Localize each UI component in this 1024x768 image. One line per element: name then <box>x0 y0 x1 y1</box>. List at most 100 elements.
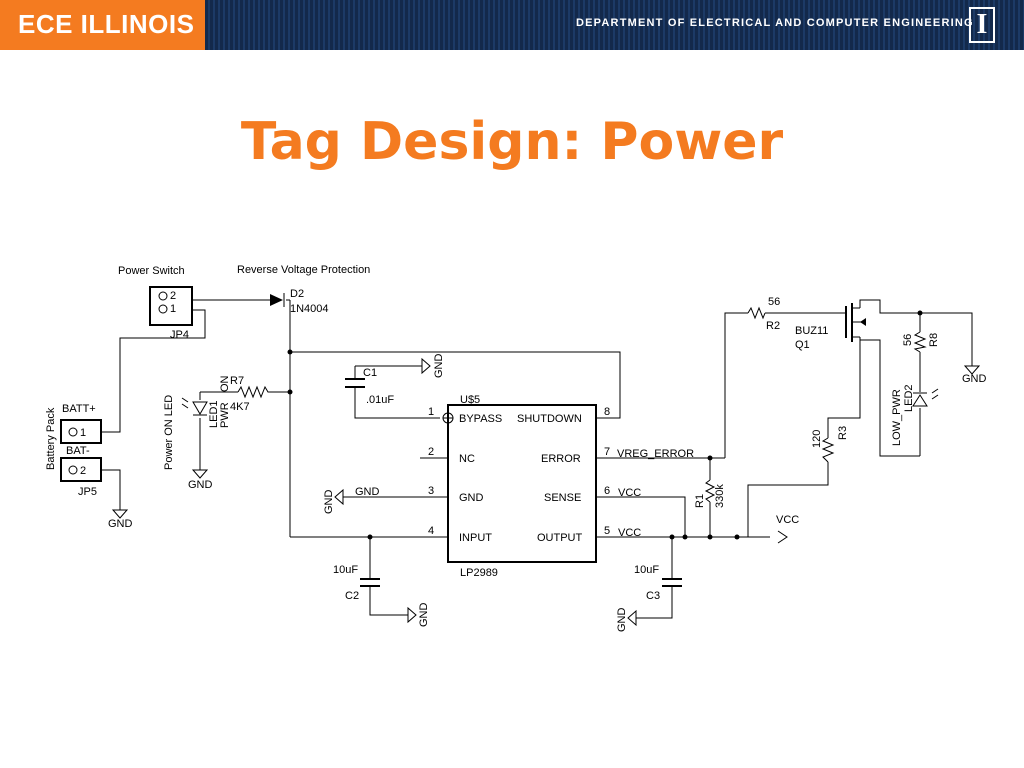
gnd-symbol-led1: GND <box>188 469 213 491</box>
resistor-r3: 120 R3 <box>811 426 849 463</box>
gnd-net-label: GND <box>355 486 380 498</box>
jp4-pin1: 1 <box>170 303 176 315</box>
pin8-name: SHUTDOWN <box>517 413 582 425</box>
r7-value: 4K7 <box>230 401 250 413</box>
c3-value: 10uF <box>634 564 659 576</box>
logo-letter: I <box>976 9 988 40</box>
resistor-r2: 56 R2 <box>747 296 780 332</box>
power-switch-label: Power Switch <box>118 265 185 277</box>
svg-text:GND: GND <box>108 518 133 530</box>
r2-label: R2 <box>766 320 780 332</box>
battery-pin1: 1 <box>80 427 86 439</box>
resistor-r7: R7 4K7 <box>230 375 270 413</box>
gnd-symbol-jp5: GND <box>108 509 133 530</box>
led-led2: LED2 LOW_PWR <box>891 384 939 446</box>
vcc-output-label: VCC <box>618 527 641 539</box>
u5-label: U$5 <box>460 394 480 406</box>
c1-label: C1 <box>363 367 377 379</box>
pin4-number: 4 <box>428 525 434 537</box>
led1-pwr: PWR <box>219 402 231 428</box>
pin2-number: 2 <box>428 446 434 458</box>
pin6-name: SENSE <box>544 492 581 504</box>
batt-plus-label: BATT+ <box>62 403 96 415</box>
battery-connector: 1 2 BATT+ BAT- JP5 Battery Pack <box>45 403 102 498</box>
u5-part: LP2989 <box>460 567 498 579</box>
low-pwr-label: LOW_PWR <box>891 389 903 446</box>
regulator-u5: U$5 LP2989 1 BYPASS 2 NC 3 GND 4 INPUT 8… <box>428 394 610 579</box>
r8-value: 56 <box>902 334 914 346</box>
svg-text:GND: GND <box>418 603 430 628</box>
junction-dots <box>287 310 923 540</box>
department-name: DEPARTMENT OF ELECTRICAL AND COMPUTER EN… <box>576 17 974 29</box>
vcc-output-arrow: VCC <box>776 514 799 544</box>
jp4-label: JP4 <box>170 329 189 341</box>
vcc-sense-label: VCC <box>618 487 641 499</box>
capacitor-c1: C1 .01uF <box>345 367 394 406</box>
r1-label: R1 <box>694 494 706 508</box>
led1-on: ON <box>219 375 231 392</box>
svg-text:GND: GND <box>323 490 335 515</box>
jp4-pin2: 2 <box>170 290 176 302</box>
pin4-name: INPUT <box>459 532 492 544</box>
pin3-number: 3 <box>428 485 434 497</box>
led-led1: LED1 PWR ON Power ON LED <box>163 375 231 470</box>
gnd-symbol-c1: GND <box>421 354 445 379</box>
jp5-label: JP5 <box>78 486 97 498</box>
pin1-name: BYPASS <box>459 413 502 425</box>
svg-text:GND: GND <box>188 479 213 491</box>
diode-d2: D2 1N4004 <box>270 288 329 315</box>
vreg-error-label: VREG_ERROR <box>617 448 694 460</box>
d2-label: D2 <box>290 288 304 300</box>
pin1-number: 1 <box>428 406 434 418</box>
svg-text:GND: GND <box>962 373 987 385</box>
resistor-r1: R1 330k <box>694 479 726 508</box>
pin2-name: NC <box>459 453 475 465</box>
svg-text:GND: GND <box>433 354 445 379</box>
c3-label: C3 <box>646 590 660 602</box>
header-stripes <box>205 0 1024 50</box>
capacitor-c3: 10uF C3 <box>634 564 682 602</box>
university-logo: I <box>969 7 995 43</box>
connector-jp4: 2 1 JP4 <box>149 286 193 341</box>
power-on-led-label: Power ON LED <box>163 395 175 470</box>
header-bar: ECE ILLINOIS DEPARTMENT OF ELECTRICAL AN… <box>0 0 1024 50</box>
mosfet-q1: BUZ11 Q1 <box>795 300 866 351</box>
q1-label: Q1 <box>795 339 810 351</box>
pin3-name: GND <box>459 492 484 504</box>
led1-label: LED1 <box>208 400 220 428</box>
brand-name[interactable]: ECE ILLINOIS <box>18 9 195 39</box>
capacitor-c2: 10uF C2 <box>333 564 380 602</box>
c2-value: 10uF <box>333 564 358 576</box>
svg-text:GND: GND <box>616 608 628 633</box>
c2-label: C2 <box>345 590 359 602</box>
r3-label: R3 <box>837 426 849 440</box>
pin8-number: 8 <box>604 406 610 418</box>
vcc-net-label: VCC <box>776 514 799 526</box>
pin7-number: 7 <box>604 446 610 458</box>
gnd-symbol-c2: GND <box>407 603 430 628</box>
r1-value: 330k <box>714 484 726 508</box>
r8-label: R8 <box>928 333 940 347</box>
battery-pack-label: Battery Pack <box>45 407 57 470</box>
gnd-symbol-c3: GND <box>616 608 637 633</box>
resistor-r8: 56 R8 <box>902 331 940 353</box>
brand-block[interactable]: ECE ILLINOIS <box>0 0 205 50</box>
q1-part: BUZ11 <box>795 325 828 337</box>
wires <box>100 299 973 619</box>
d2-part: 1N4004 <box>290 303 329 315</box>
gnd-symbol-r8: GND <box>962 365 987 385</box>
battery-pin2: 2 <box>80 465 86 477</box>
r2-value: 56 <box>768 296 780 308</box>
c1-value: .01uF <box>366 394 394 406</box>
batt-minus-label: BAT- <box>66 445 90 457</box>
r3-value: 120 <box>811 430 823 448</box>
r7-label: R7 <box>230 375 244 387</box>
slide-title: Tag Design: Power <box>240 112 784 172</box>
led2-label: LED2 <box>903 384 915 412</box>
gnd-symbol-pin3: GND <box>323 488 344 515</box>
pin6-number: 6 <box>604 485 610 497</box>
pin7-name: ERROR <box>541 453 581 465</box>
reverse-protection-label: Reverse Voltage Protection <box>237 264 370 276</box>
pin5-name: OUTPUT <box>537 532 583 544</box>
